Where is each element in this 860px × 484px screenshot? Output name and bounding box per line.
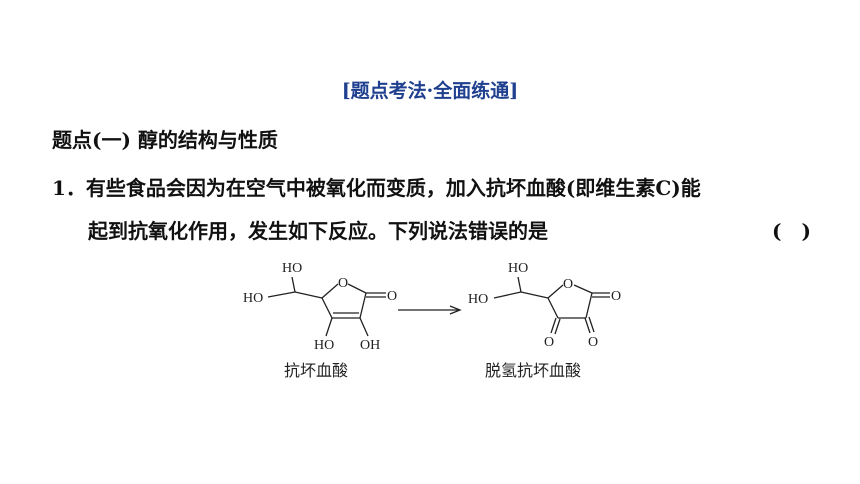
product-ring-o: O bbox=[563, 277, 573, 292]
product-carbonyl-o1: O bbox=[611, 289, 621, 304]
reactant-left-ho: HO bbox=[243, 291, 263, 306]
reactant-carbonyl-o: O bbox=[387, 289, 397, 304]
reactant-name: 抗坏血酸 bbox=[284, 361, 348, 380]
reactant-structure: HO HO O O HO OH 抗坏血酸 bbox=[243, 261, 397, 380]
question-text-line2: 起到抗氧化作用，发生如下反应。下列说法错误的是 bbox=[88, 219, 548, 243]
question-number: 1． bbox=[52, 176, 86, 200]
product-carbonyl-o2: O bbox=[544, 335, 554, 350]
answer-parentheses: ( ) bbox=[772, 219, 811, 243]
topic-title: 题点(一) 醇的结构与性质 bbox=[52, 128, 278, 152]
section-header: [题点考法·全面练通] bbox=[341, 80, 519, 102]
reaction-arrow bbox=[398, 305, 462, 315]
reactant-ring-o: O bbox=[338, 276, 348, 291]
reactant-bottom-ho: HO bbox=[314, 338, 334, 353]
reactant-bottom-oh: OH bbox=[360, 338, 380, 353]
product-name: 脱氢抗坏血酸 bbox=[485, 361, 581, 380]
reactant-top-ho: HO bbox=[282, 261, 302, 276]
product-structure: HO HO O O O O 脱氢抗坏血酸 bbox=[468, 261, 621, 380]
question-text-line1: 有些食品会因为在空气中被氧化而变质，加入抗坏血酸(即维生素C)能 bbox=[85, 176, 701, 200]
product-top-ho: HO bbox=[508, 261, 528, 276]
product-carbonyl-o3: O bbox=[588, 335, 598, 350]
product-left-ho: HO bbox=[468, 292, 488, 307]
question-line-1: 1．有些食品会因为在空气中被氧化而变质，加入抗坏血酸(即维生素C)能 bbox=[52, 172, 822, 201]
